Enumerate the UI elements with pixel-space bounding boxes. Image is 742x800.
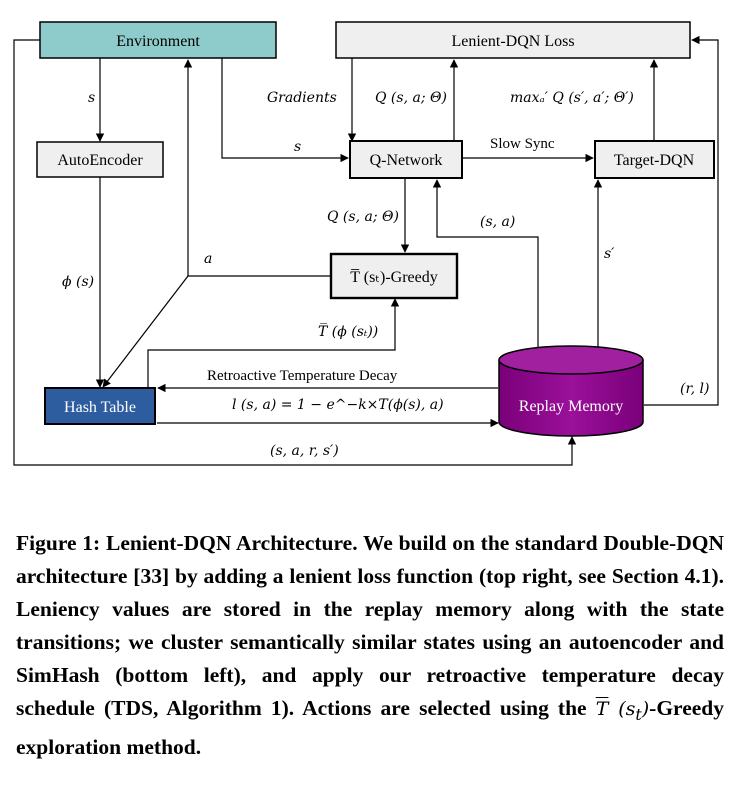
node-replay-memory: Replay Memory: [498, 345, 644, 437]
label-q-down: Q (s, a; Θ): [327, 209, 399, 225]
caption-suffix: -Greedy exploration method.: [16, 696, 724, 759]
node-hash-table: Hash Table: [44, 387, 156, 425]
label-s-qnetwork: s: [294, 139, 301, 155]
label-rl: (r, l): [680, 381, 709, 397]
edge-action-to-hash: [102, 275, 189, 388]
edge-replay-to-loss: [644, 35, 719, 406]
label-retroactive: Retroactive Temperature Decay: [207, 368, 398, 384]
environment-label: Environment: [116, 33, 200, 50]
caption-math-s: (s: [618, 698, 636, 720]
label-s-prime: s′: [604, 246, 615, 262]
caption-text: Figure 1: Lenient-DQN Architecture. We b…: [16, 531, 724, 720]
caption-math: T (st): [595, 698, 650, 724]
loss-label: Lenient-DQN Loss: [451, 33, 574, 50]
node-greedy: T̅ (sₜ)-Greedy: [329, 252, 459, 300]
label-transition: (s, a, r, s′): [270, 443, 339, 459]
figure-caption: Figure 1: Lenient-DQN Architecture. We b…: [16, 527, 724, 764]
caption-math-sub: t: [635, 704, 642, 724]
node-qnetwork: Q-Network: [349, 140, 463, 179]
architecture-diagram: Environment Lenient-DQN Loss AutoEncoder…: [13, 21, 719, 466]
edge-replay-to-q: [432, 179, 539, 350]
node-loss: Lenient-DQN Loss: [335, 21, 691, 59]
label-gradients: Gradients: [267, 90, 337, 106]
label-lenience: l (s, a) = 1 − e^−k×T(ϕ(s), a): [232, 397, 444, 413]
label-phi: ϕ (s): [62, 274, 94, 290]
hash-label: Hash Table: [64, 399, 136, 416]
replay-label: Replay Memory: [519, 398, 623, 415]
edge-transition: [13, 39, 577, 466]
label-slow-sync: Slow Sync: [490, 136, 555, 152]
edge-env-qnetwork: [221, 58, 349, 163]
label-max-q: maxₐ′ Q (s′, a′; Θ′): [510, 90, 634, 106]
caption-math-close: ): [641, 698, 650, 720]
label-action: a: [204, 251, 212, 267]
qnetwork-label: Q-Network: [370, 152, 443, 169]
node-environment: Environment: [39, 21, 277, 59]
label-sa: (s, a): [480, 214, 515, 230]
greedy-label: T̅ (sₜ)-Greedy: [350, 268, 438, 286]
label-s-autoencoder: s: [88, 90, 95, 106]
edge-hash-to-greedy: [147, 298, 400, 387]
autoencoder-label: AutoEncoder: [57, 152, 143, 169]
node-autoencoder: AutoEncoder: [36, 141, 164, 178]
target-label: Target-DQN: [614, 152, 695, 169]
label-t-phi: T̅ (ϕ (sₜ)): [318, 321, 378, 340]
node-target: Target-DQN: [594, 140, 715, 179]
label-q-up: Q (s, a; Θ): [375, 90, 447, 106]
caption-math-t: T: [595, 698, 609, 720]
